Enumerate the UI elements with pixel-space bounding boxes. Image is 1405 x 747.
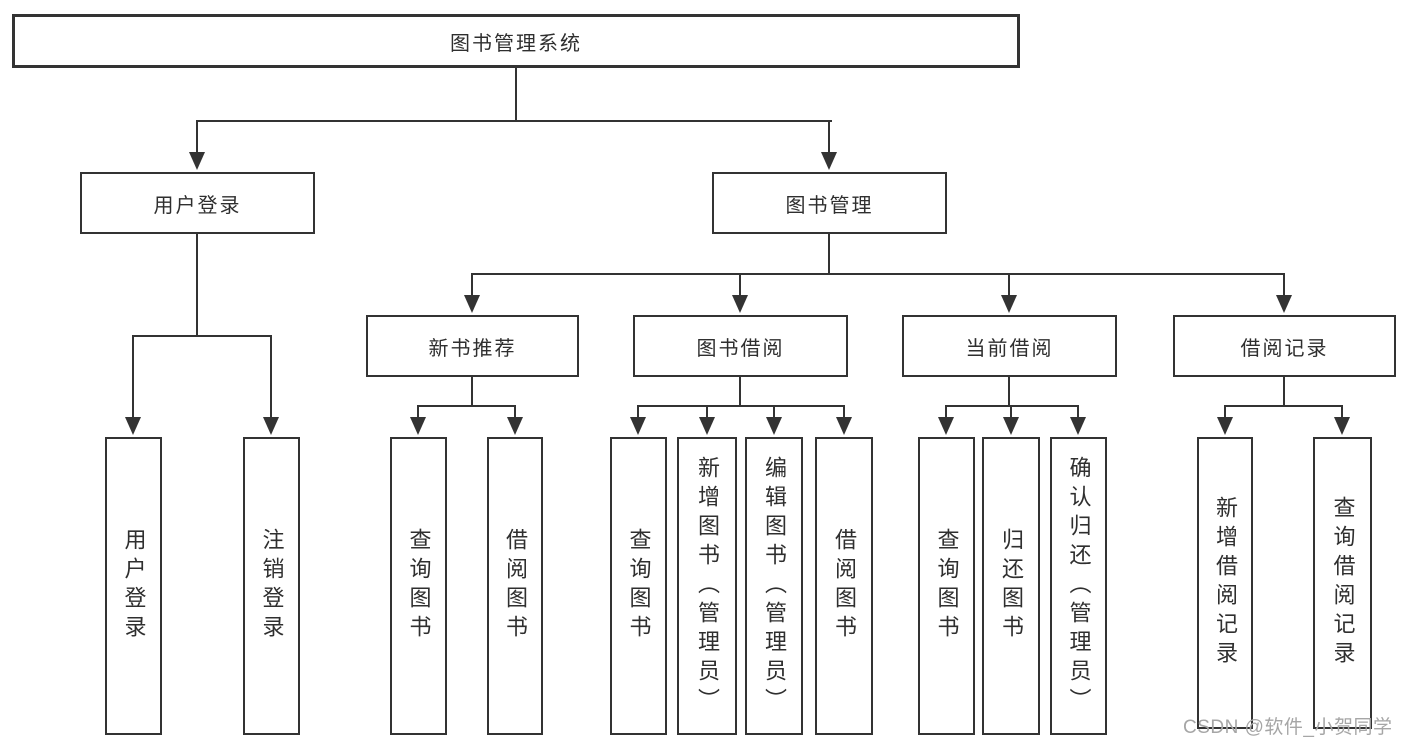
connector-hline — [417, 405, 516, 407]
arrowhead-down-icon — [263, 417, 279, 435]
connector-vline — [1341, 405, 1343, 417]
arrowhead-down-icon — [1217, 417, 1233, 435]
arrowhead-down-icon — [836, 417, 852, 435]
leaf-label: 归还图书 — [999, 528, 1024, 644]
node-borrowing-records: 借阅记录 — [1173, 315, 1396, 377]
connector-vline — [1008, 377, 1010, 405]
leaf-label: 注销登录 — [259, 528, 285, 644]
connector-vline — [471, 273, 473, 295]
connector-vline — [843, 405, 845, 417]
connector-vline — [471, 377, 473, 405]
leaf-label: 查询图书 — [626, 528, 652, 644]
leaf-label: 编辑图书（管理员） — [762, 455, 787, 717]
leaf-borrow-books: 借阅图书 — [815, 437, 873, 735]
arrowhead-down-icon — [699, 417, 715, 435]
arrowhead-down-icon — [1276, 295, 1292, 313]
node-user-login: 用户登录 — [80, 172, 315, 234]
arrowhead-down-icon — [732, 295, 748, 313]
arrowhead-down-icon — [410, 417, 426, 435]
node-book-borrowing: 图书借阅 — [633, 315, 848, 377]
node-library-system: 图书管理系统 — [12, 14, 1020, 68]
arrowhead-down-icon — [1070, 417, 1086, 435]
connector-vline — [196, 120, 198, 152]
leaf-add-books-admin: 新增图书（管理员） — [677, 437, 737, 735]
node-label: 图书借阅 — [696, 337, 785, 360]
connector-vline — [828, 234, 830, 273]
leaf-logout: 注销登录 — [243, 437, 300, 735]
connector-vline — [514, 405, 516, 417]
leaf-add-borrow-record: 新增借阅记录 — [1197, 437, 1253, 729]
node-label: 图书管理 — [785, 194, 874, 217]
leaf-label: 新增借阅记录 — [1213, 496, 1238, 670]
arrowhead-down-icon — [464, 295, 480, 313]
arrowhead-down-icon — [630, 417, 646, 435]
connector-vline — [270, 335, 272, 417]
leaf-borrow-books-recommend: 借阅图书 — [487, 437, 543, 735]
connector-vline — [706, 405, 708, 417]
connector-vline — [417, 405, 419, 417]
connector-hline — [132, 335, 272, 337]
node-label: 图书管理系统 — [450, 32, 582, 55]
connector-vline — [1224, 405, 1226, 417]
leaf-label: 查询图书 — [934, 528, 960, 644]
connector-vline — [739, 377, 741, 405]
connector-vline — [1077, 405, 1079, 417]
leaf-query-books-current: 查询图书 — [918, 437, 975, 735]
node-label: 用户登录 — [153, 194, 242, 217]
node-book-management: 图书管理 — [712, 172, 947, 234]
connector-hline — [637, 405, 845, 407]
connector-vline — [515, 68, 517, 120]
connector-vline — [132, 335, 134, 417]
leaf-confirm-return-admin: 确认归还（管理员） — [1050, 437, 1107, 735]
leaf-label: 借阅图书 — [503, 528, 528, 644]
node-label: 当前借阅 — [965, 337, 1054, 360]
connector-vline — [637, 405, 639, 417]
connector-vline — [828, 120, 830, 152]
connector-vline — [945, 405, 947, 417]
connector-hline — [945, 405, 1079, 407]
leaf-edit-books-admin: 编辑图书（管理员） — [745, 437, 803, 735]
leaf-label: 查询图书 — [406, 528, 432, 644]
connector-vline — [1283, 377, 1285, 405]
connector-hline — [197, 120, 832, 122]
arrowhead-down-icon — [821, 152, 837, 170]
connector-vline — [1008, 273, 1010, 295]
connector-hline — [471, 273, 1285, 275]
arrowhead-down-icon — [1003, 417, 1019, 435]
arrowhead-down-icon — [938, 417, 954, 435]
arrowhead-down-icon — [766, 417, 782, 435]
connector-vline — [1010, 405, 1012, 417]
leaf-label: 确认归还（管理员） — [1066, 455, 1092, 717]
node-current-borrowing: 当前借阅 — [902, 315, 1117, 377]
connector-vline — [773, 405, 775, 417]
csdn-watermark: CSDN @软件_小贺同学 — [1183, 717, 1393, 738]
arrowhead-down-icon — [1334, 417, 1350, 435]
connector-vline — [1283, 273, 1285, 295]
leaf-query-books-borrowing: 查询图书 — [610, 437, 667, 735]
node-label: 新书推荐 — [428, 337, 517, 360]
connector-hline — [1224, 405, 1343, 407]
node-new-book-recommend: 新书推荐 — [366, 315, 579, 377]
connector-vline — [196, 234, 198, 335]
leaf-label: 用户登录 — [121, 528, 147, 644]
leaf-label: 查询借阅记录 — [1330, 496, 1356, 670]
arrowhead-down-icon — [507, 417, 523, 435]
leaf-label: 新增图书（管理员） — [695, 455, 720, 717]
leaf-query-borrow-record: 查询借阅记录 — [1313, 437, 1372, 729]
node-label: 借阅记录 — [1240, 337, 1329, 360]
arrowhead-down-icon — [125, 417, 141, 435]
arrowhead-down-icon — [1001, 295, 1017, 313]
leaf-query-books-recommend: 查询图书 — [390, 437, 447, 735]
arrowhead-down-icon — [189, 152, 205, 170]
leaf-label: 借阅图书 — [832, 528, 857, 644]
leaf-user-login: 用户登录 — [105, 437, 162, 735]
connector-vline — [739, 273, 741, 295]
leaf-return-books: 归还图书 — [982, 437, 1040, 735]
